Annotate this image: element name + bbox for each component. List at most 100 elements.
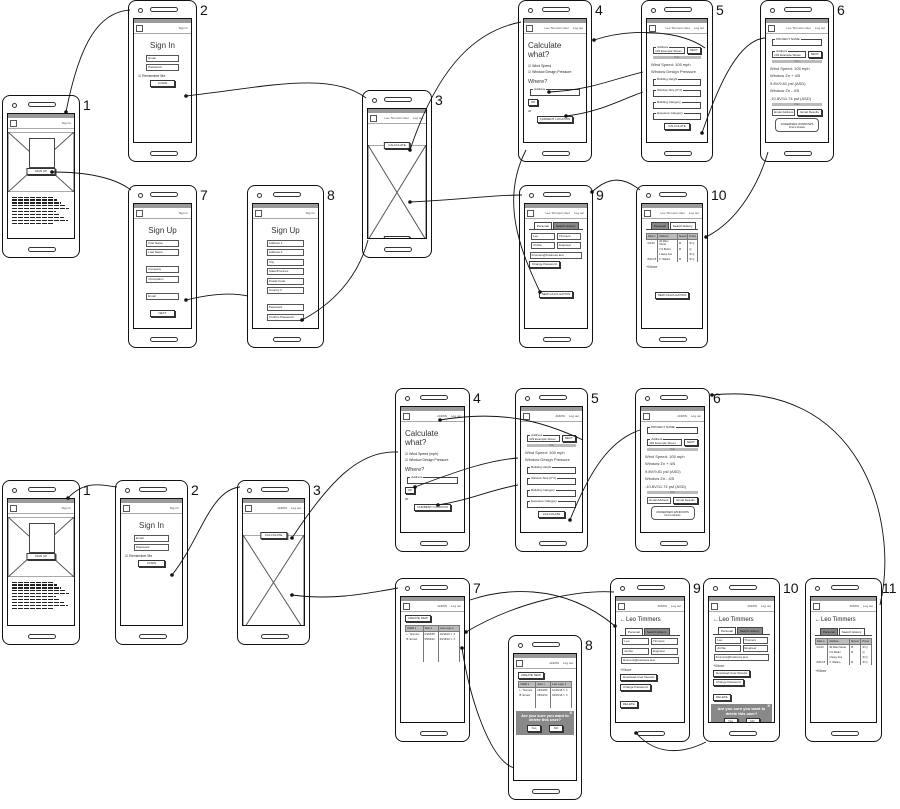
login-button[interactable]: LOGIN <box>149 80 176 87</box>
text-input[interactable]: Leo <box>622 638 649 645</box>
table-row[interactable] <box>518 702 572 708</box>
app-bar-link[interactable]: ADMIN <box>437 414 447 418</box>
text-input[interactable]: Confirm Password <box>266 313 305 321</box>
text-input[interactable]: Engineer <box>742 645 768 653</box>
email-input[interactable]: Email Address <box>647 496 672 504</box>
app-bar-link[interactable]: ADMIN <box>849 604 859 608</box>
text-input[interactable]: Engineer <box>557 242 581 249</box>
log-out-link[interactable]: Log out <box>573 211 584 215</box>
table-row[interactable] <box>405 646 461 652</box>
app-bar-link[interactable]: ADMIN <box>437 604 447 608</box>
text-input[interactable]: Email <box>134 534 169 542</box>
fieldset-input[interactable]: Building Category <box>527 487 576 497</box>
sign-up-button[interactable]: SIGN UP <box>26 553 56 560</box>
app-bar-link[interactable]: Sign In <box>178 211 188 215</box>
no-button[interactable]: NO <box>745 718 760 722</box>
app-bar-link[interactable]: Leo Timmers User <box>660 211 685 215</box>
log-out-link[interactable]: Log out <box>862 604 873 608</box>
menu-icon[interactable] <box>526 25 533 32</box>
next-button[interactable]: NEXT <box>683 438 698 446</box>
app-bar-link[interactable]: Leo Timmers User <box>544 26 569 30</box>
app-bar-link[interactable]: Sign In <box>178 26 188 30</box>
email-input[interactable]: ltimmers@business.test <box>713 654 770 662</box>
email-input[interactable]: ltimmers@business.test <box>620 657 680 664</box>
text-input[interactable]: Postal Code <box>266 277 305 285</box>
table-row[interactable] <box>405 651 461 657</box>
app-bar-link[interactable]: Leo Timmers User <box>665 26 690 30</box>
tab-personal[interactable]: Personal <box>651 222 669 229</box>
email-results-button[interactable]: Email Results <box>673 496 698 504</box>
text-input[interactable]: Password <box>266 304 305 311</box>
calculate-button[interactable]: CALCULATE <box>663 122 691 130</box>
column-header[interactable]: Address <box>827 638 850 645</box>
app-bar-link[interactable]: Sign In <box>61 121 71 125</box>
column-header[interactable]: Date ▾ <box>814 638 829 645</box>
text-input[interactable]: Occupation <box>146 275 179 283</box>
create-new-button[interactable]: CREATE NEW <box>518 672 544 679</box>
app-bar-link[interactable]: ADMIN <box>677 414 687 418</box>
menu-icon[interactable] <box>618 603 625 610</box>
back-link-user-name[interactable]: Leo Timmers <box>815 617 856 623</box>
fieldset-input[interactable]: Window Size (ft^2) <box>527 476 576 485</box>
sign-up-button[interactable]: SIGN UP <box>26 168 56 175</box>
change-password-button[interactable]: Change Password <box>713 678 744 686</box>
app-bar-link[interactable]: Leo Timmers User <box>384 116 409 120</box>
checkbox[interactable]: Remember Me <box>138 74 165 78</box>
text-input[interactable]: State/Province <box>266 268 305 275</box>
table-row[interactable]: 2 N Butler☒Q <box>815 650 872 655</box>
next-button[interactable]: NEXT <box>561 434 576 442</box>
fieldset-input[interactable]: PROJECT NAME <box>772 37 822 46</box>
text-input[interactable]: Leo <box>715 636 741 644</box>
fieldset-input[interactable]: Building Height <box>653 76 701 86</box>
fieldset-input[interactable]: Exposure Category <box>527 499 576 508</box>
log-out-link[interactable]: Log out <box>688 211 699 215</box>
tab-personal[interactable]: Personal <box>625 627 643 635</box>
calculate-button[interactable]: CALCULATE <box>259 532 288 539</box>
text-input[interactable]: Company <box>146 266 179 273</box>
log-out-link[interactable]: Log out <box>412 116 423 120</box>
menu-icon[interactable] <box>403 413 410 420</box>
log-out-link[interactable]: Log out <box>693 26 704 30</box>
text-input[interactable]: Last Name <box>146 249 179 256</box>
menu-icon[interactable] <box>516 660 523 667</box>
close-icon[interactable]: X <box>767 702 770 708</box>
current-location-button[interactable]: CURRENT LOCATION <box>414 503 451 511</box>
calculate-button[interactable]: CALCULATE <box>537 510 566 518</box>
menu-icon[interactable] <box>10 505 17 512</box>
log-out-link[interactable]: Log out <box>450 604 461 608</box>
current-location-button[interactable]: CURRENT LOCATION <box>536 115 574 123</box>
column-header[interactable]: Last Login ▾ <box>550 680 572 688</box>
fieldset-input[interactable]: Address <box>407 475 458 484</box>
tab-search-history[interactable]: Search History <box>838 627 865 635</box>
table-row[interactable]: 1 Easy Ave☒ Q <box>815 655 872 660</box>
hide-toggle-bar[interactable]: Hide <box>772 60 822 63</box>
checkbox[interactable]: Wind Speed (mph) <box>405 452 438 456</box>
download-user-results-button[interactable]: Download User Results <box>620 674 658 681</box>
checkbox[interactable]: Window Design Pressure <box>528 70 571 74</box>
email-results-button[interactable]: Email Results <box>797 108 822 116</box>
back-link-user-name[interactable]: Leo Timmers <box>620 617 661 623</box>
column-header[interactable]: Press <box>860 638 872 645</box>
no-button[interactable]: NO <box>549 724 563 732</box>
create-new-button[interactable]: CREATE NEW <box>405 615 431 622</box>
app-bar-link[interactable]: Sign In <box>305 211 315 215</box>
hide-toggle-bar[interactable]: Hide <box>772 103 822 106</box>
menu-icon[interactable] <box>370 115 377 122</box>
hide-toggle-bar[interactable]: Hide <box>527 444 576 447</box>
fieldset-input[interactable]: PROJECT NAME <box>647 425 698 434</box>
table-row[interactable] <box>518 697 572 703</box>
text-input[interactable]: Archie <box>531 242 555 249</box>
app-bar-link[interactable]: ADMIN <box>657 604 667 608</box>
tab-search-history[interactable]: Search History <box>643 627 670 635</box>
email-input[interactable]: Email Address <box>772 108 796 116</box>
app-bar-link[interactable]: ADMIN <box>277 506 287 510</box>
